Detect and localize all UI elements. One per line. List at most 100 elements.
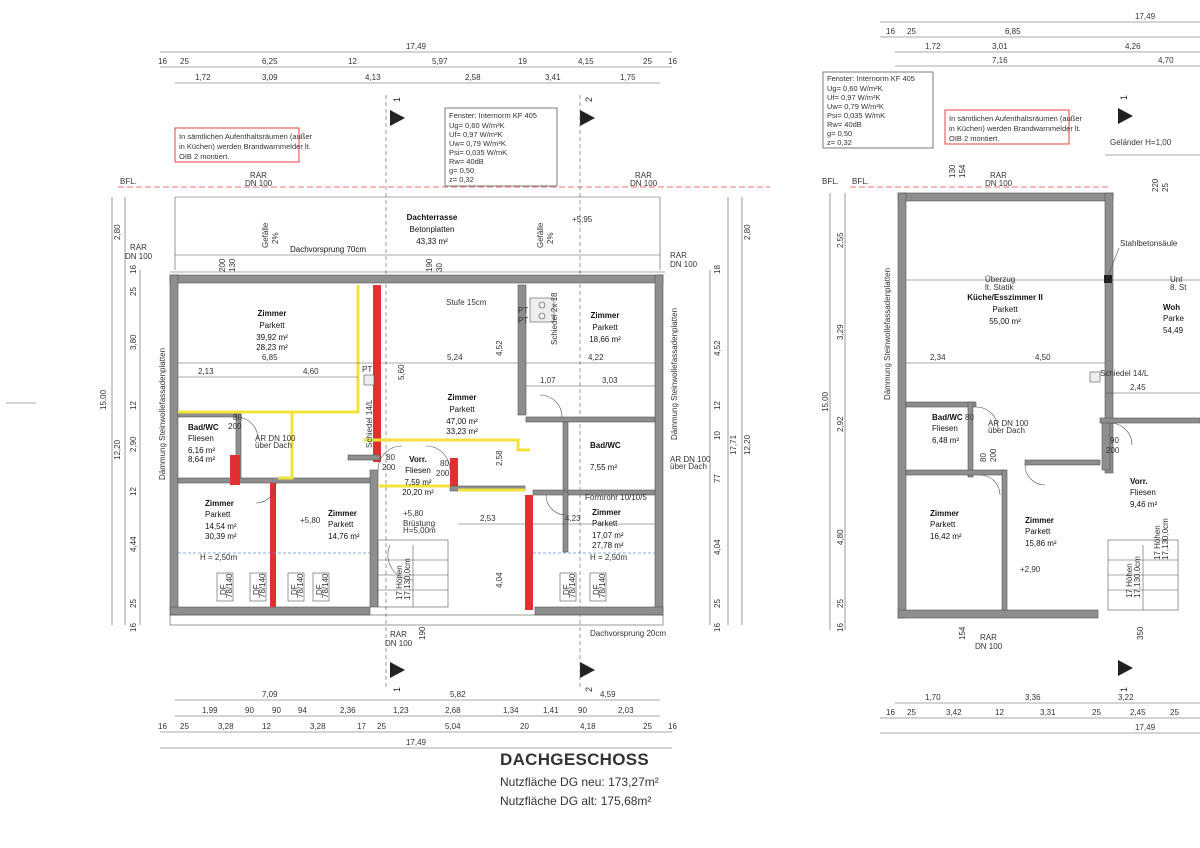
slope-pct-right: 2% [546,232,555,244]
doors [235,394,567,516]
r-dim-t2-1: 3,01 [992,42,1008,51]
skylight-4-size: 78/140 [321,573,330,598]
dim-top-r1-0: 16 [158,57,167,66]
r-room-3-name: Zimmer [1025,516,1054,525]
room-4-line-2: 8,64 m² [188,455,215,464]
window-note-2: Uf= 0,97 W/m²K [449,130,503,139]
dim-rv-6: 16 [713,623,722,632]
chimney-label-14l: Schiedel 14/L [365,399,374,448]
section-marker-1-bottom [390,662,405,678]
area-old-label: Nutzfläche DG alt: [500,794,598,808]
dim-inner-4: 4,60 [303,367,319,376]
room-8-line-1: 14,76 m² [328,532,360,541]
area-old-value: 175,68m² [600,794,652,808]
r-dim-lv-5: 25 [836,599,845,608]
r-room-1-line-1: 6,48 m² [932,436,959,445]
r-dim-220: 25 [1161,183,1170,192]
room-6-line-0: Fliesen [405,466,431,475]
dim-b1-2: 4,59 [600,690,616,699]
right-window-note: Fenster: Internorm KF 405 Ug= 0,60 W/m²K… [822,71,934,149]
inner-dimensions: 6,85 5,24 4,22 2,13 4,60 1,07 3,03 5,60 … [178,258,655,640]
r-dim-b2-2: 3,42 [946,708,962,717]
dim-inner-14d: 200 [218,258,227,272]
skylight-1-label: DF [219,584,228,595]
room-7-line-2: 30,39 m² [205,532,237,541]
room-3-line-2: 33,23 m² [446,427,478,436]
room-3-line-0: Parkett [449,405,475,414]
dim-inner-6: 3,03 [602,376,618,385]
rar-dn-mid-right: DN 100 [670,260,698,269]
area-old: Nutzfläche DG alt: 175,68m² [500,794,659,808]
room-9-name: Zimmer [592,508,621,517]
dim-b3-11: 16 [668,722,677,731]
dim-lv-1: 15,00 [99,389,108,410]
r-dim-lv-0: 2,55 [836,232,845,248]
terrace-name: Dachterrasse [407,213,458,222]
r-column-label: Stahlbetonsäule [1120,239,1178,248]
dim-b2-0: 1,99 [202,706,218,715]
r-room-2-line-0: Parkett [930,520,956,529]
rar-label-top-right: RAR [635,171,652,180]
dim-lv-5: 4,44 [129,536,138,552]
dim-b2-1: 90 [245,706,254,715]
room-3-name: Zimmer [448,393,477,402]
r-dim-inner-8: 350 [1136,626,1145,640]
vent-label-right: AR DN 100 [670,455,711,464]
right-walls [897,154,1200,619]
r-vent-label: AR DN 100 [988,419,1029,428]
stair-steps-dim-left: 17,130,0cm [403,558,412,600]
r-dim-inner-5: 80 [965,413,974,422]
dim-inner-19: 30 [435,263,444,272]
r-dim-t2-0: 1,72 [925,42,941,51]
r-room-3-line-0: Parkett [1025,527,1051,536]
dim-rv-9: 77 [713,474,722,483]
r-window-note-5: Rw= 40dB [827,120,862,129]
r-room-1-line-0: Fliesen [932,424,958,433]
rar-label-top-left: RAR [250,171,267,180]
r-room-1-name: Bad/WC [932,413,963,422]
r-smoke-note-1: in Küchen) werden Brandwarnmelder lt. [949,124,1081,133]
r-dim-b2-0: 16 [886,708,895,717]
dim-b2-8: 1,41 [543,706,559,715]
room-2-line-1: 18,66 m² [589,335,621,344]
terrace: Dachvorsprung 70cm Dachterrasse Betonpla… [170,196,665,273]
dim-b3-0: 16 [158,722,167,731]
r-beam-label: Überzug [985,275,1015,284]
r-dim-lv-6: 16 [836,623,845,632]
r-window-note-6: g= 0,50 [827,129,852,138]
r-dim-350: 220 [1151,178,1160,192]
room-7-line-1: 14,54 m² [205,522,237,531]
r-unt: Unt [1170,275,1183,284]
left-staircase: 17 Höhen 17,130,0cm Brüstung H=5,00m [377,519,449,608]
r-bfl-label-1: BFL. [822,177,839,186]
section-marker-2-bottom [580,662,595,678]
dim-lv-2: 12,20 [113,439,122,460]
right-top-dimensions: 17,49 16 25 6,85 4,26 1,72 3,01 7,16 4,7… [880,12,1200,67]
right-inner-dimensions: 2,34 4,50 2,45 90 200 80 80 200 350 154 [906,353,1200,640]
r-rar-top: RAR [990,171,1007,180]
railing-label: Brüstung [403,519,435,528]
dim-b3-2: 3,28 [218,722,234,731]
skylight-6-size: 78/140 [598,573,607,598]
dim-inner-5: 1,07 [540,376,556,385]
window-note-1: Ug= 0,60 W/m²K [449,121,505,130]
r-level-290: +2,90 [1020,565,1041,574]
left-plan: 17,49 16 25 6,25 12 5,97 19 4,15 25 16 1… [99,42,770,749]
dim-b3-1: 25 [180,722,189,731]
dim-inner-15: 130 [228,258,237,272]
area-new-label: Nutzfläche DG neu: [500,775,605,789]
r-dim-inner-1: 4,50 [1035,353,1051,362]
r-window-note-0: Fenster: Internorm KF 405 [827,74,915,83]
dim-top-r1-3: 12 [348,57,357,66]
r-room-3-line-1: 15,86 m² [1025,539,1057,548]
dim-top-r2-5: 1,75 [620,73,636,82]
section-marker-2-top [580,110,595,126]
r-dim-lv-1: 3,29 [836,324,845,340]
room-7-name: Zimmer [205,499,234,508]
room-6-name: Vorr. [409,455,427,464]
area-new: Nutzfläche DG neu: 173,27m² [500,775,659,789]
room-6-line-2: 20,20 m² [402,488,434,497]
level-595: +5,95 [572,215,593,224]
dim-b2-7: 1,34 [503,706,519,715]
